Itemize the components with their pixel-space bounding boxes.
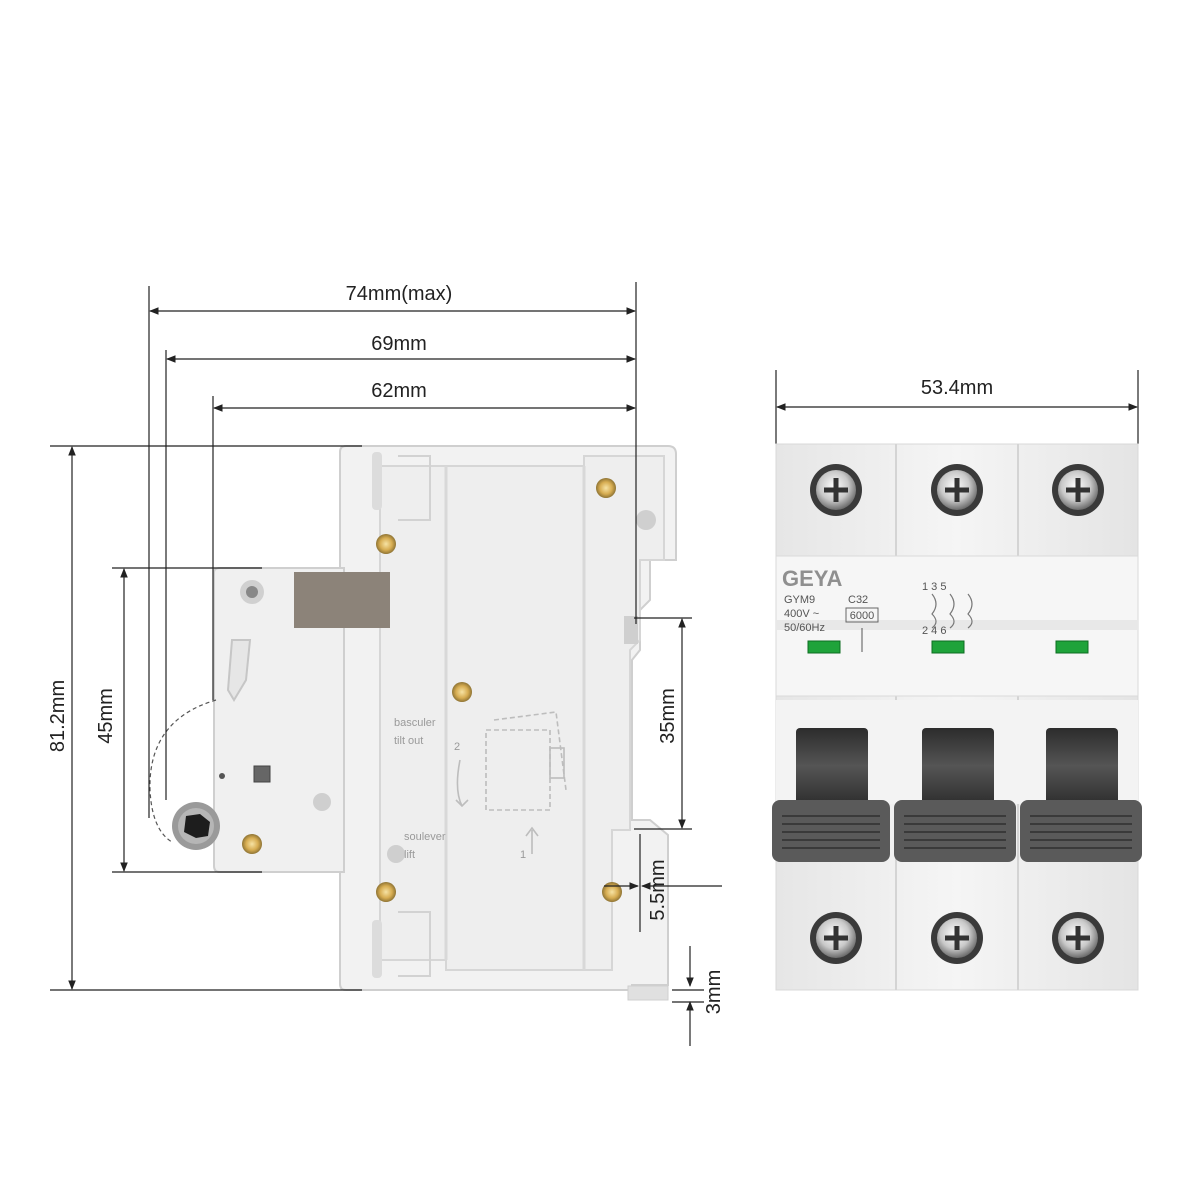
label-step-2: 2 [454,741,460,753]
rotary-knob [172,802,220,850]
label-soulever: soulever [404,831,446,843]
mount-hole [313,793,331,811]
label-basculer: basculer [394,717,436,729]
bottom-terminal-numbers: 2 4 6 [922,625,946,637]
front-view: 53.4mm GEYA GYM9 C32 400V ~ 50/60Hz 6000 [772,370,1142,991]
rail-clip-top [624,616,638,644]
toggle-pole-2 [922,728,994,804]
breaking-capacity-text: 6000 [850,610,874,622]
gold-screw [602,882,622,902]
label-lift: lift [404,849,415,861]
bottom-screws [810,912,1104,964]
gold-screw [242,834,262,854]
side-dimension-lines [50,282,722,1046]
dim-45mm: 45mm [95,688,117,744]
status-indicator [807,640,841,654]
toggle-pole-1 [796,728,868,804]
gold-screw [596,478,616,498]
mount-hole [636,510,656,530]
dim-3mm: 3mm [703,970,725,1014]
side-inner-panel [379,455,665,971]
top-slot [372,452,382,510]
dim-35mm: 35mm [657,688,679,744]
dim-53-4mm: 53.4mm [921,377,993,399]
tilt-lift-pictogram [455,711,567,854]
tilt-arc [149,699,217,843]
dim-5-5mm: 5.5mm [647,859,669,920]
mount-hole [387,845,405,863]
dim-69mm: 69mm [371,333,427,355]
test-button [253,765,271,783]
bottom-slot [372,920,382,978]
toggle-pole-3 [1046,728,1118,804]
top-screws [810,464,1104,516]
top-terminal-numbers: 1 3 5 [922,581,946,593]
rating-text: C32 [848,594,868,606]
status-indicator [1055,640,1089,654]
rail-clip-bottom [627,985,669,1001]
label-patch [294,572,390,628]
gold-screw [376,882,396,902]
model-text: GYM9 [784,594,815,606]
dim-74mm-max: 74mm(max) [346,283,453,305]
gold-screw [376,534,396,554]
toggle-handle-bar [772,800,1142,862]
status-indicator [931,640,965,654]
dim-81-2mm: 81.2mm [47,680,69,752]
frequency-text: 50/60Hz [784,622,825,634]
brand-logo: GEYA [782,566,842,591]
label-tilt-out: tilt out [394,735,423,747]
voltage-text: 400V ~ [784,608,819,620]
label-step-1: 1 [520,849,526,861]
dim-62mm: 62mm [371,380,427,402]
gold-screw [452,682,472,702]
side-view: basculer tilt out 2 soulever lift 1 [149,445,677,1001]
